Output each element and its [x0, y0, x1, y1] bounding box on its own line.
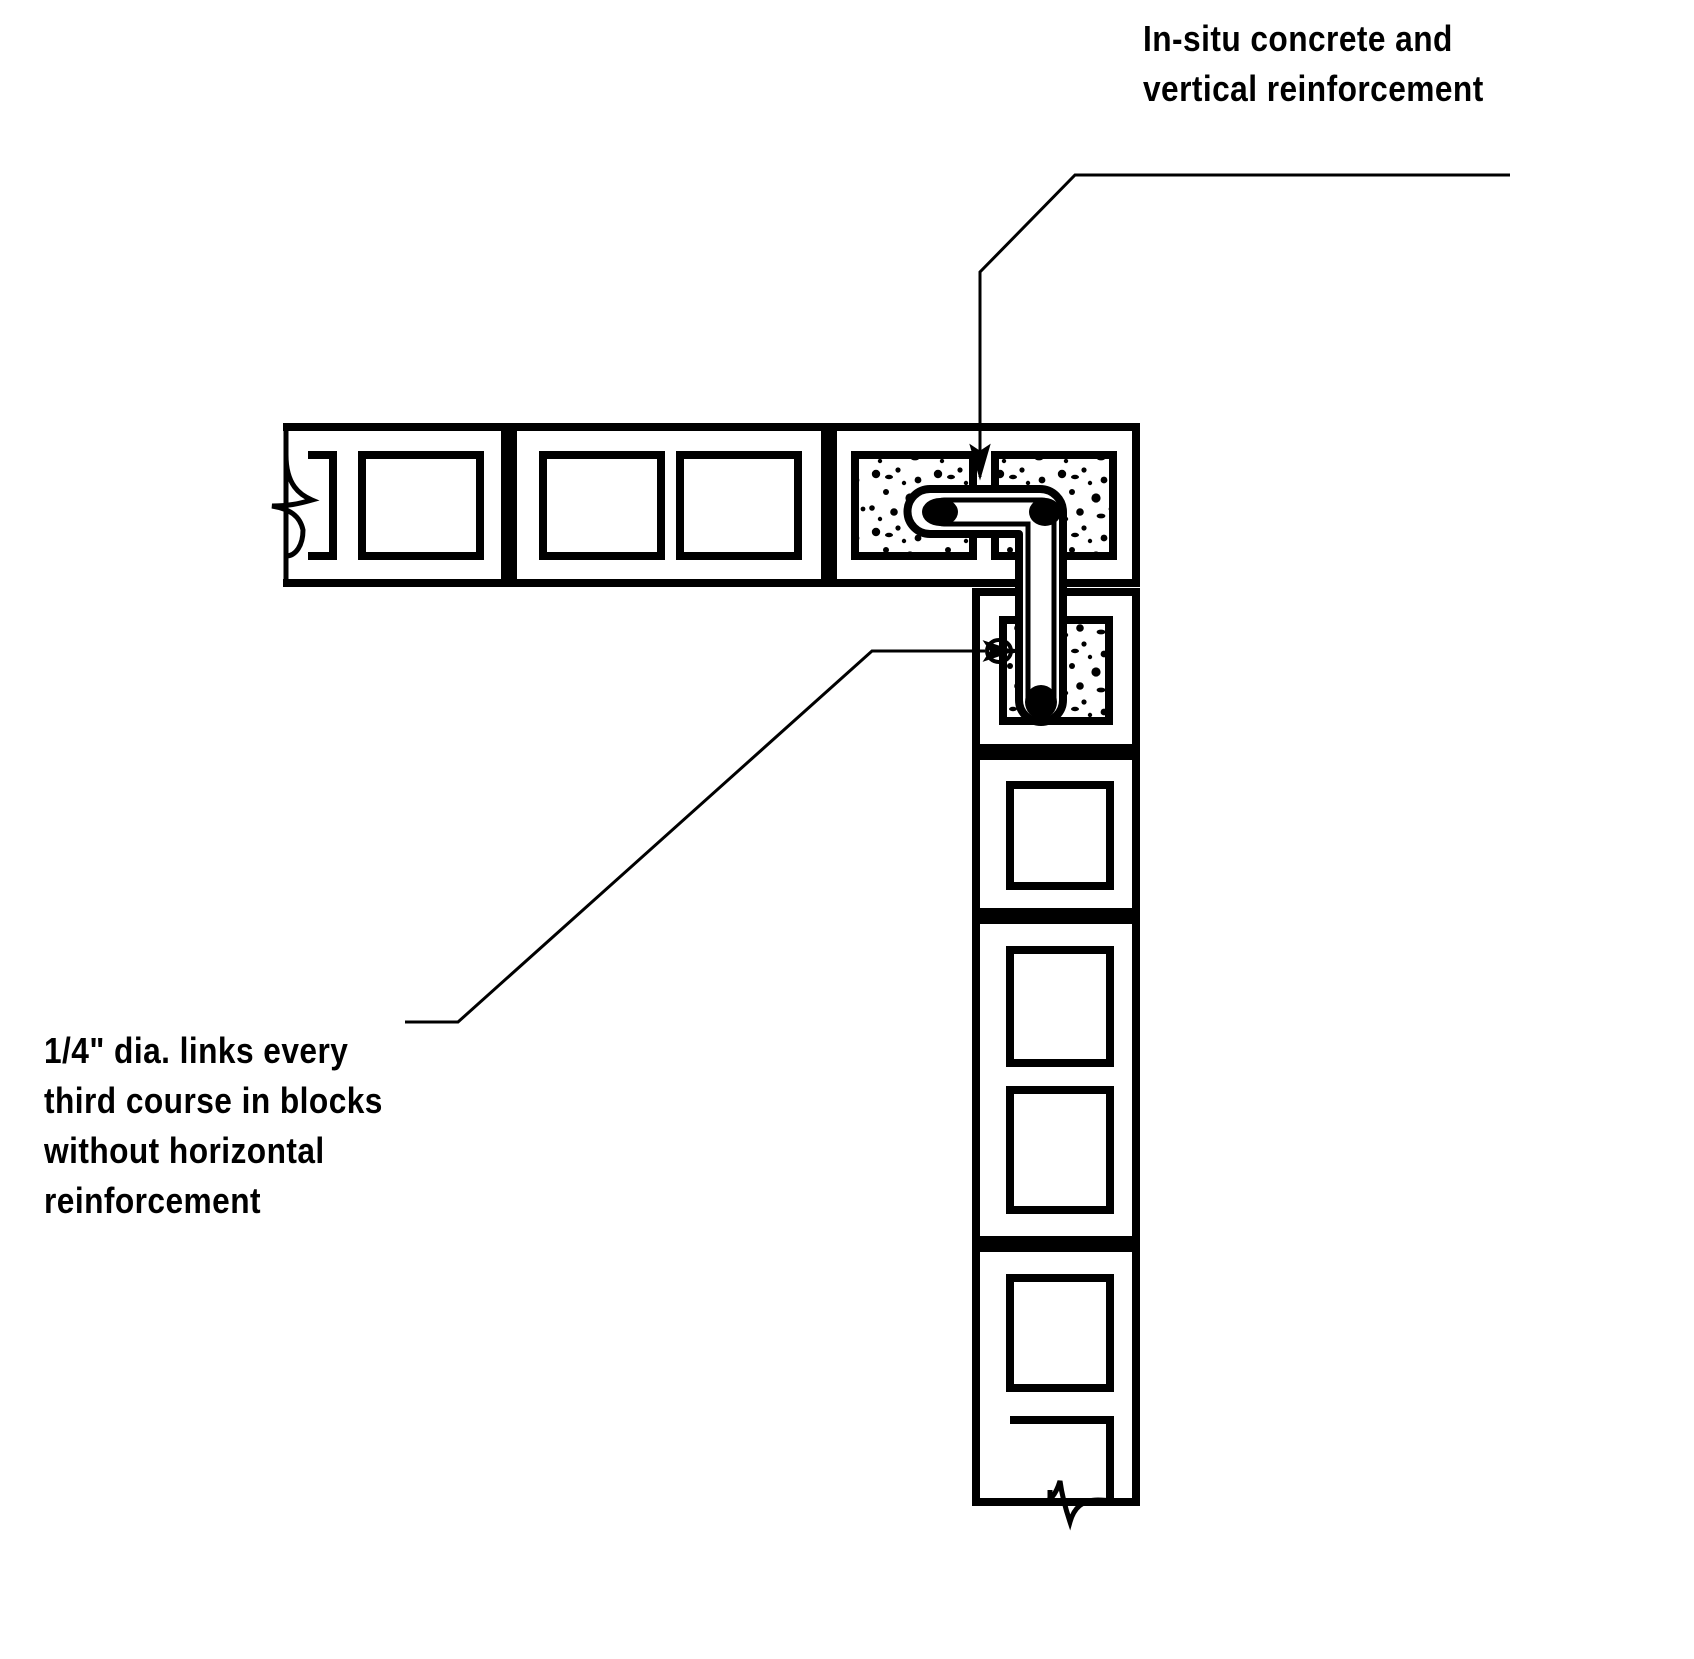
l-shaped-link: [903, 485, 1067, 726]
leader-links-note: [405, 638, 1016, 1024]
links-note-line-1: 1/4" dia. links every: [44, 1030, 349, 1071]
links-note: 1/4" dia. links every third course in blo…: [44, 1026, 383, 1226]
block-v2: [972, 752, 1140, 916]
vertical-block-wall: [972, 588, 1140, 1531]
block-v3: [972, 916, 1140, 1244]
link-hook-end-vertical: [1025, 685, 1057, 719]
in-situ-concrete-note-line-2: vertical reinforcement: [1143, 68, 1484, 109]
links-note-line-3: without horizontal: [44, 1130, 325, 1171]
leader-in-situ-concrete: [969, 173, 1510, 481]
block-v4: [972, 1244, 1140, 1506]
in-situ-concrete-note-line-1: In-situ concrete and: [1143, 18, 1453, 59]
link-corner-node: [1029, 498, 1061, 526]
links-note-line-2: third course in blocks: [44, 1080, 383, 1121]
bottom-break-line: [1039, 1480, 1127, 1531]
block-h1: [283, 423, 509, 587]
left-break-line: [271, 427, 320, 583]
link-hook-end-horizontal: [922, 498, 958, 526]
in-situ-concrete-note: In-situ concrete and vertical reinforceme…: [1143, 14, 1484, 114]
links-note-line-4: reinforcement: [44, 1180, 261, 1221]
block-h2: [509, 423, 829, 587]
